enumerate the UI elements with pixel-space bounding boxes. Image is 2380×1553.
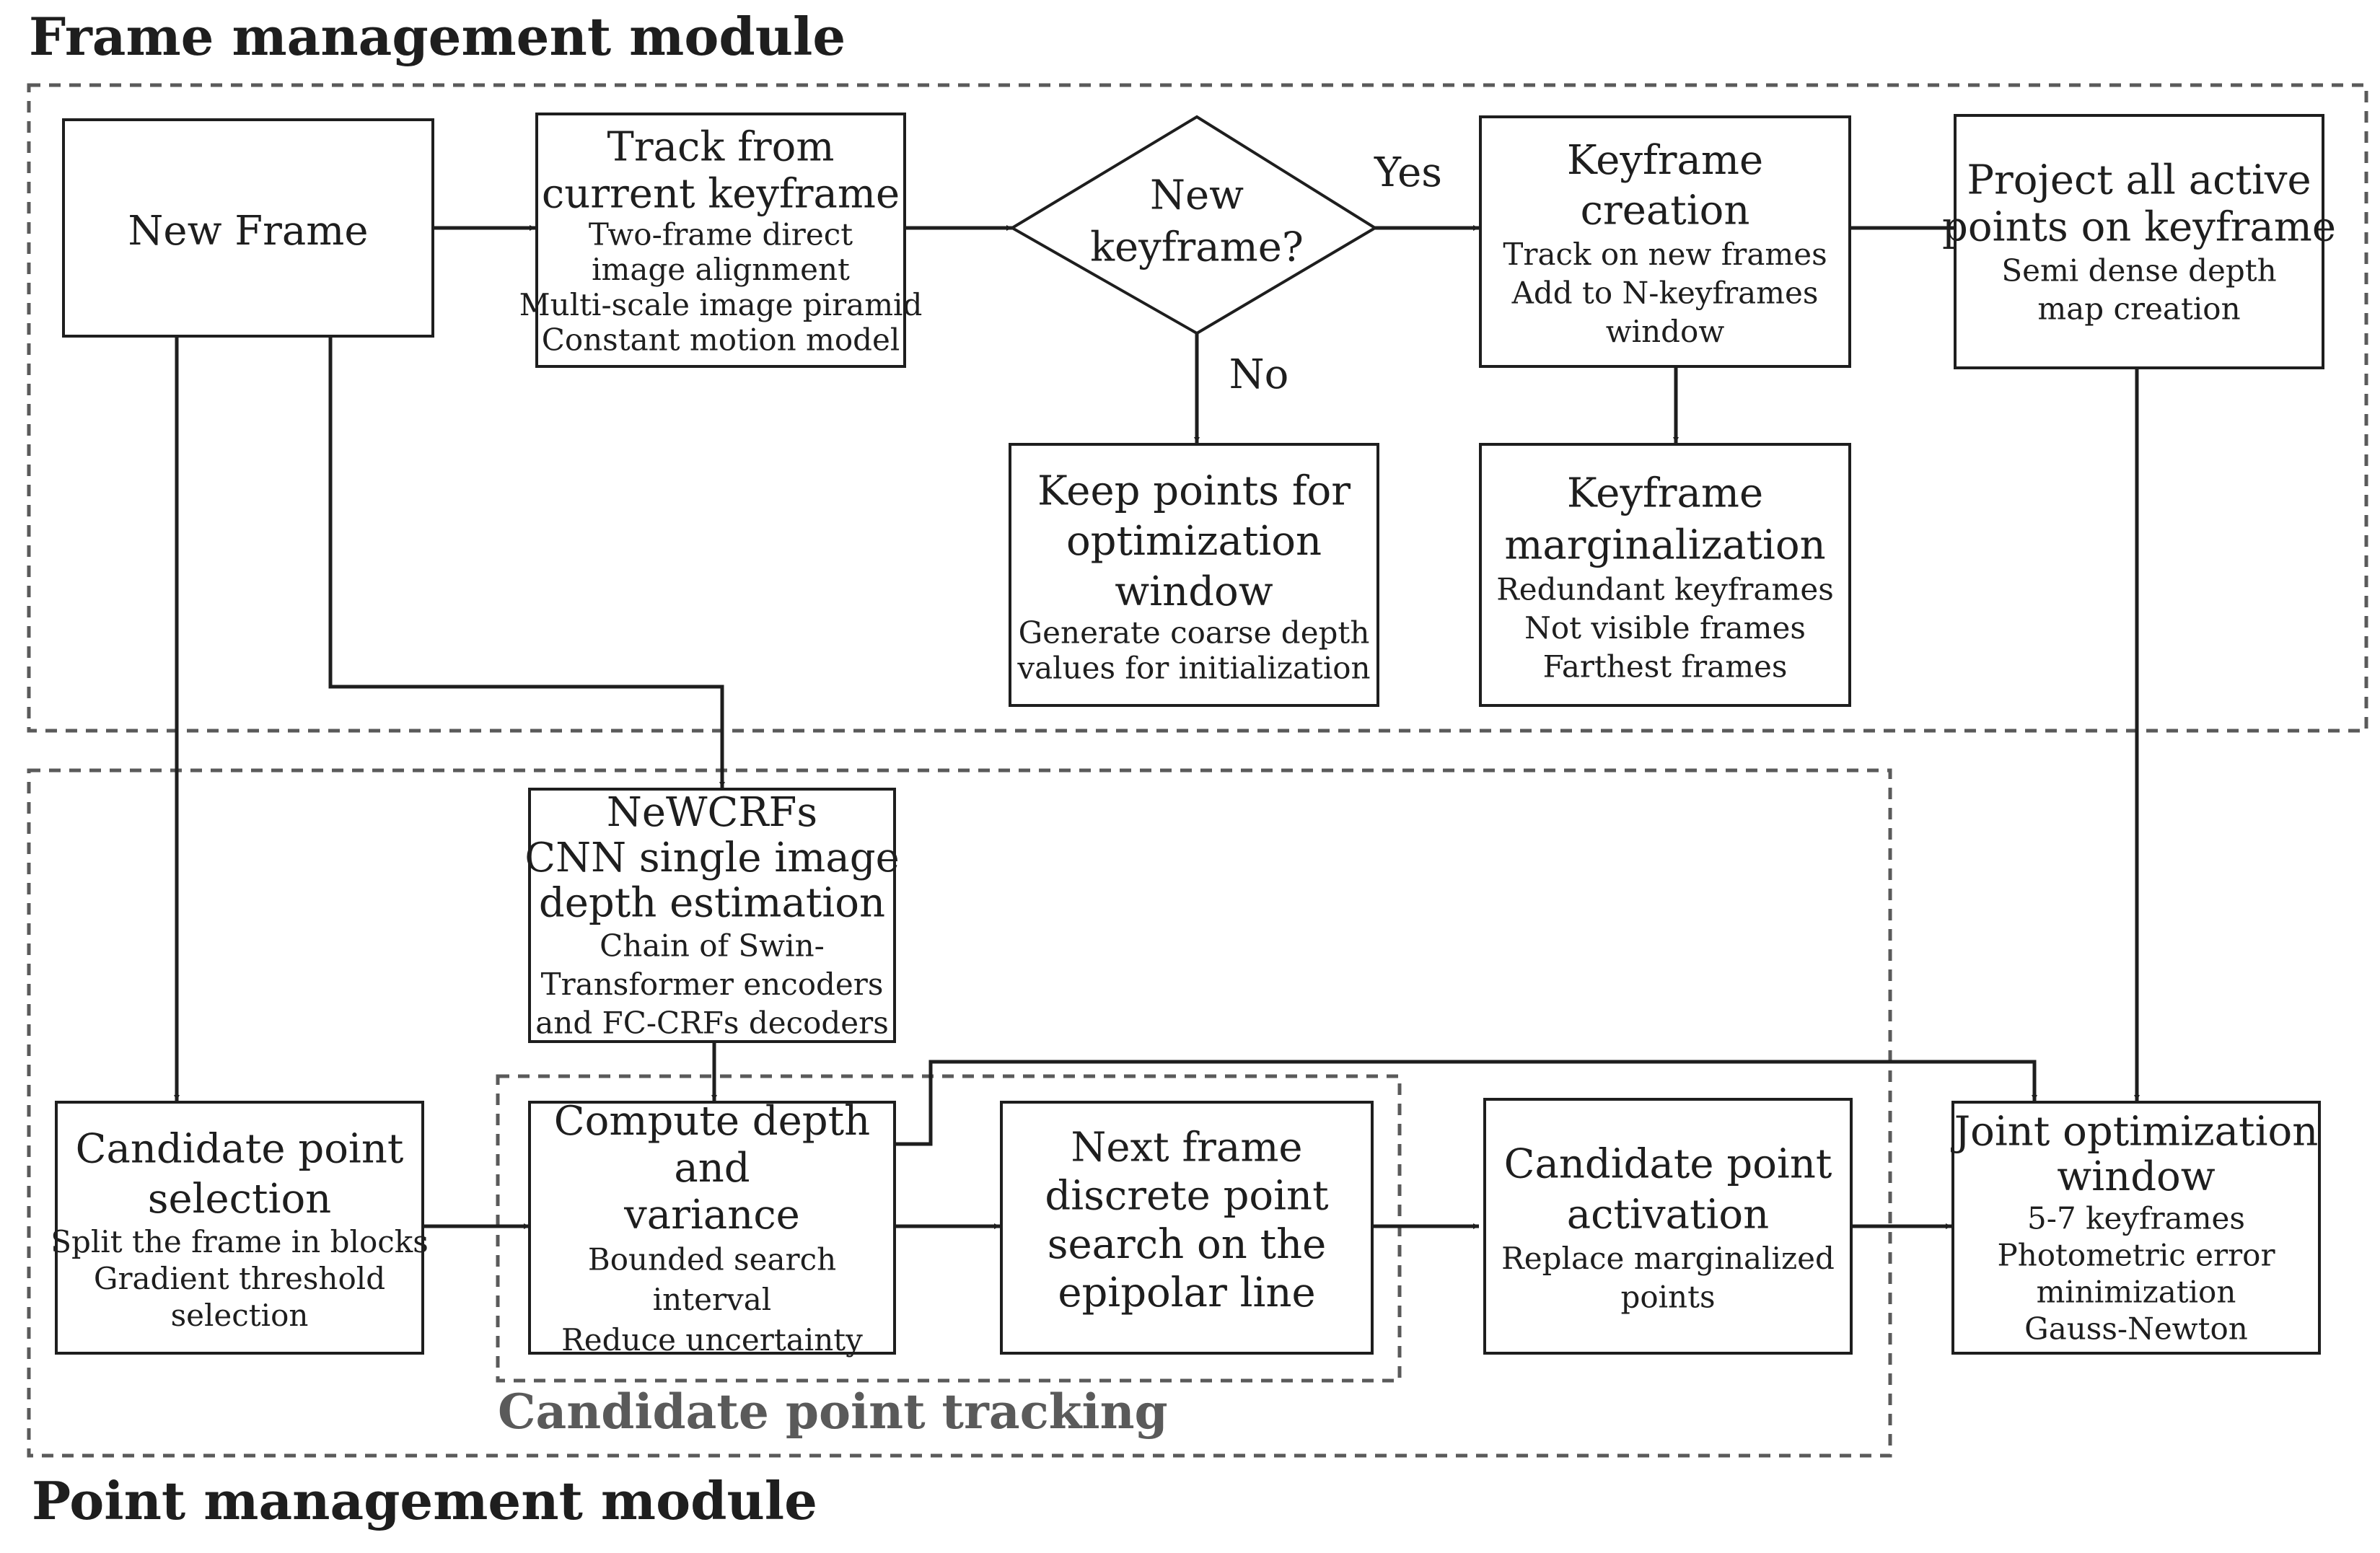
keyframe-marginalization-detail-line: Farthest frames: [1543, 648, 1788, 684]
newcrfs-title-line: CNN single image: [524, 835, 899, 881]
keep-points-node: Keep points foroptimizationwindowGenerat…: [1009, 443, 1379, 707]
edge-label-no: No: [1229, 351, 1289, 398]
newcrfs-detail-line: Chain of Swin-: [600, 928, 825, 964]
keyframe-creation-detail-line: Track on new frames: [1503, 237, 1827, 272]
next-frame-search-title-line: epipolar line: [1058, 1270, 1315, 1316]
keyframe-marginalization-detail-line: Redundant keyframes: [1496, 572, 1834, 607]
keyframe-creation-title-line: Keyframe: [1567, 137, 1763, 184]
keyframe-creation-detail-line: window: [1606, 314, 1725, 349]
joint-optimization-title-line: window: [2057, 1153, 2215, 1200]
project-points-title-line: Project all active: [1967, 157, 2311, 204]
tracking-group-region: [496, 1074, 1402, 1383]
track-keyframe-detail-line: Multi-scale image piramid: [519, 287, 923, 322]
track-keyframe-detail-line: Constant motion model: [542, 322, 900, 358]
candidate-selection-title-line: Candidate point: [76, 1126, 404, 1173]
candidate-selection-title-line: selection: [148, 1176, 332, 1223]
new-keyframe-decision-text: New keyframe?: [1090, 172, 1304, 271]
newcrfs-title-line: NeWCRFs: [607, 789, 817, 836]
project-points-title-line: points on keyframe: [1942, 204, 2336, 251]
candidate-selection-detail-line: selection: [171, 1298, 309, 1333]
joint-optimization-title-line: Joint optimization: [1951, 1108, 2319, 1155]
candidate-selection-detail-line: Split the frame in blocks: [51, 1224, 429, 1259]
edge-newframe-to-newcrfs: [328, 336, 725, 788]
edge-compute-depth-to-joint: [895, 1060, 2037, 1146]
new-frame-title-line: New Frame: [128, 208, 368, 255]
keep-points-title-line: window: [1115, 568, 1273, 615]
joint-optimization-detail-line: Photometric error: [1997, 1237, 2275, 1272]
candidate-selection-detail-line: Gradient threshold: [94, 1261, 385, 1296]
new-keyframe-decision-title-line: keyframe?: [1090, 224, 1304, 271]
candidate-activation-title-line: activation: [1567, 1191, 1769, 1238]
edge-label-yes: Yes: [1374, 149, 1442, 196]
keep-points-detail-line: Generate coarse depth: [1019, 615, 1370, 651]
keep-points-title-line: optimization: [1066, 518, 1322, 565]
newcrfs-detail-line: Transformer encoders: [541, 967, 884, 1002]
newcrfs-detail-line: and FC-CRFs decoders: [535, 1005, 889, 1040]
candidate-activation-detail-line: Replace marginalized: [1501, 1241, 1835, 1276]
compute-depth-title-line: Compute depth: [554, 1098, 870, 1145]
new-frame-text: New Frame: [128, 208, 368, 255]
track-keyframe-title-line: Track from: [607, 124, 835, 171]
compute-depth-title-line: variance: [623, 1192, 800, 1239]
next-frame-search-title-line: Next frame: [1071, 1124, 1302, 1171]
point-module-title: Point management module: [32, 1470, 817, 1531]
new-keyframe-decision-title-line: New: [1150, 172, 1244, 219]
compute-depth-detail-line: Reduce uncertainty: [561, 1322, 863, 1358]
compute-depth-detail-line: interval: [653, 1282, 772, 1317]
frame-module-title: Frame management module: [29, 6, 846, 67]
joint-optimization-detail-line: Gauss-Newton: [2024, 1311, 2248, 1347]
keyframe-marginalization-title-line: marginalization: [1504, 522, 1825, 568]
keep-points-detail-line: values for initialization: [1016, 650, 1370, 685]
project-points-detail-line: Semi dense depth: [2001, 252, 2276, 288]
keyframe-marginalization-title-line: Keyframe: [1567, 470, 1763, 517]
joint-optimization-detail-line: minimization: [2037, 1274, 2236, 1309]
joint-optimization-detail-line: 5-7 keyframes: [2027, 1200, 2245, 1236]
newcrfs-title-line: depth estimation: [539, 879, 885, 926]
compute-depth-title-line: and: [674, 1145, 750, 1192]
track-keyframe-detail-line: image alignment: [592, 252, 850, 287]
tracking-group-title: Candidate point tracking: [498, 1383, 1168, 1440]
frame-module-region: [27, 83, 2368, 733]
next-frame-search-title-line: discrete point: [1045, 1173, 1329, 1220]
keep-points-text: Keep points foroptimizationwindowGenerat…: [1016, 468, 1370, 686]
track-keyframe-detail-line: Two-frame direct: [589, 216, 853, 252]
next-frame-search-title-line: search on the: [1048, 1221, 1327, 1268]
keyframe-creation-title-line: creation: [1581, 188, 1750, 234]
candidate-activation-detail-line: points: [1620, 1279, 1715, 1314]
project-points-detail-line: map creation: [2037, 291, 2240, 327]
keyframe-creation-detail-line: Add to N-keyframes: [1511, 276, 1819, 311]
new-keyframe-decision: New keyframe?: [1009, 115, 1378, 335]
keep-points-title-line: Keep points for: [1037, 468, 1351, 515]
point-module-region: [27, 768, 1892, 1458]
keyframe-marginalization-detail-line: Not visible frames: [1524, 610, 1806, 646]
new-frame-node: New Frame: [62, 118, 434, 338]
track-keyframe-title-line: current keyframe: [542, 171, 900, 218]
candidate-activation-title-line: Candidate point: [1504, 1141, 1832, 1188]
compute-depth-detail-line: Bounded search: [588, 1241, 836, 1277]
